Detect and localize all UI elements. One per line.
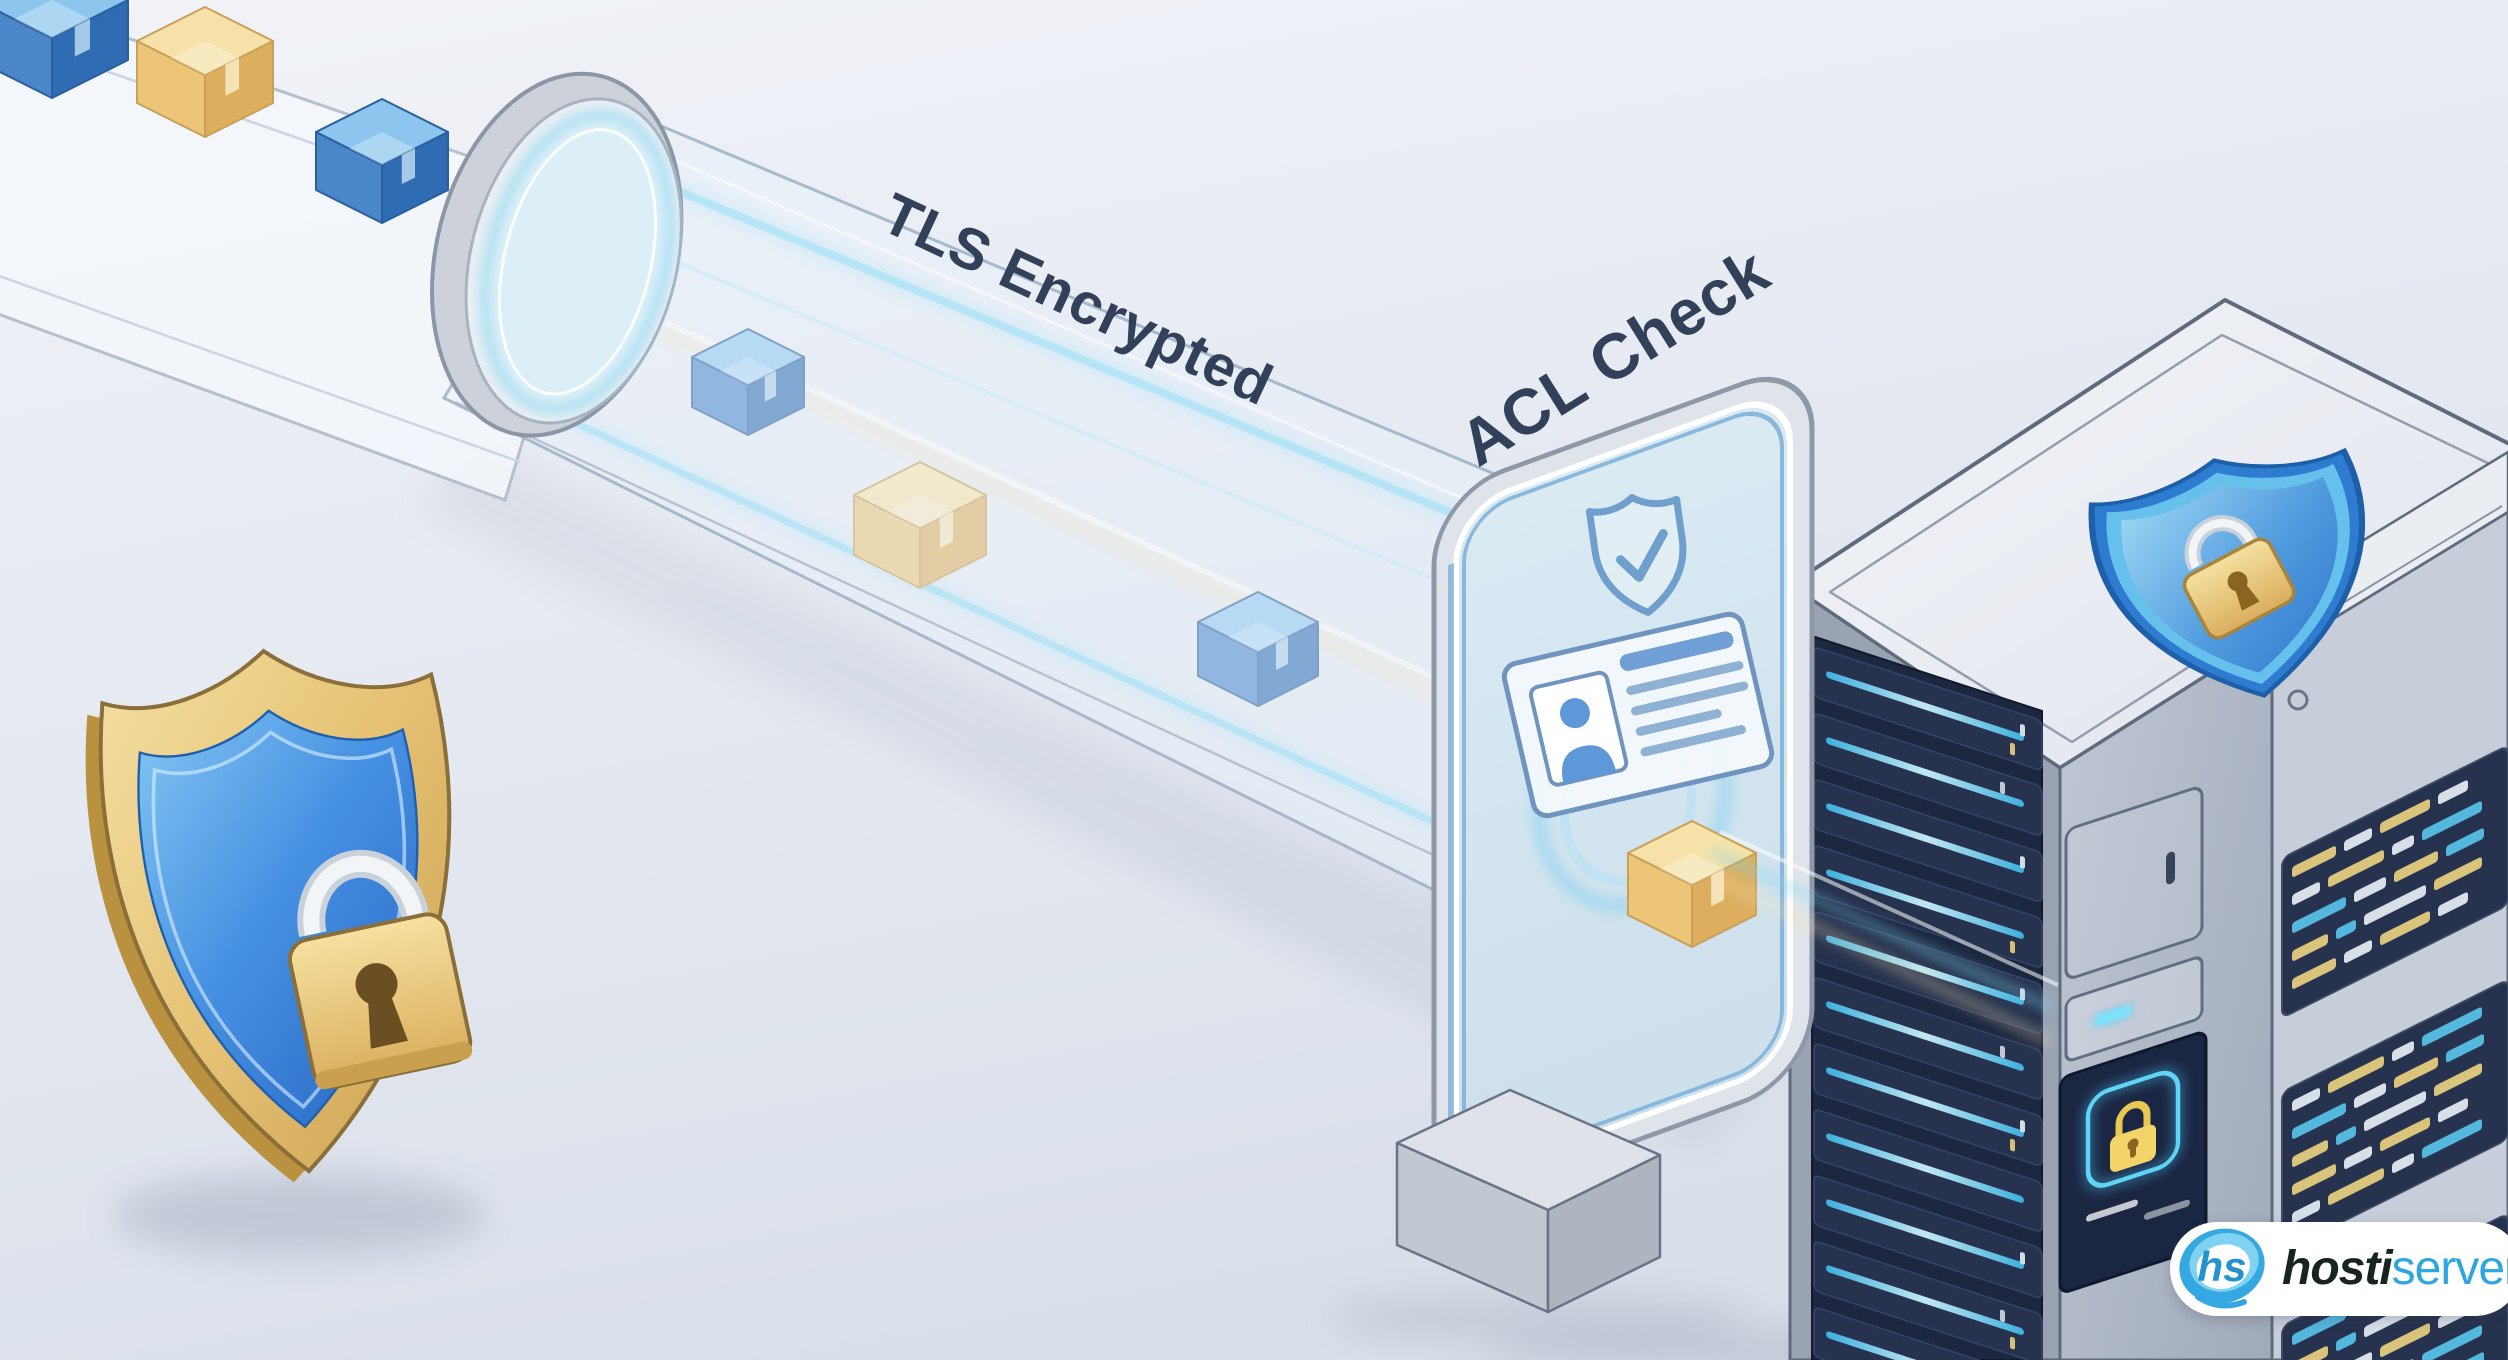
server-rack-slot <box>1813 1241 2043 1360</box>
padlock-icon <box>2182 515 2296 640</box>
tube-ring <box>430 71 684 438</box>
yellow-package <box>853 461 987 589</box>
yellow-package <box>136 6 274 138</box>
server-rack-slot <box>1813 1109 2043 1232</box>
logo-brand-bold: hosti <box>2282 1242 2394 1295</box>
id-card-person-icon <box>1501 611 1775 819</box>
blue-package <box>1197 591 1319 707</box>
hostiserver-logo: hs hostiserver <box>2170 1222 2508 1316</box>
svg-text:hostiserver: hostiserver <box>2282 1242 2508 1295</box>
shield-checkmark-icon <box>1585 494 1687 616</box>
acl-gate <box>1431 376 1815 1196</box>
server-rack-slots <box>1813 647 2043 1360</box>
hs-monogram-icon <box>2179 1228 2265 1304</box>
server-shield-lock <box>2088 447 2365 698</box>
blue-package <box>0 0 129 99</box>
server-rack-slot <box>1813 779 2043 902</box>
blue-package <box>315 98 449 224</box>
blue-package <box>691 328 805 436</box>
gold-shield-lock <box>85 648 473 1183</box>
server-rack-slot <box>1813 1043 2043 1166</box>
logo-brand-light: server <box>2392 1242 2508 1295</box>
server-side-panels <box>2058 786 2208 1293</box>
server-rack-slot <box>1813 1307 2043 1360</box>
server-rack-slot <box>1813 1175 2043 1298</box>
conveyor-packages <box>0 0 449 224</box>
padlock-icon <box>2110 1100 2156 1172</box>
status-led-bar <box>2064 956 2204 1062</box>
gate-exit-beams <box>1710 830 2059 1048</box>
screw <box>2287 689 2309 711</box>
server-lock-panel <box>2058 1031 2208 1293</box>
drive-slot <box>2166 851 2175 885</box>
gate-pedestal <box>1395 1088 1662 1314</box>
logo-monogram: hs <box>2197 1243 2246 1290</box>
server-tray <box>2281 747 2508 1017</box>
server-tray <box>2281 981 2508 1251</box>
padlock-icon <box>287 849 473 1090</box>
